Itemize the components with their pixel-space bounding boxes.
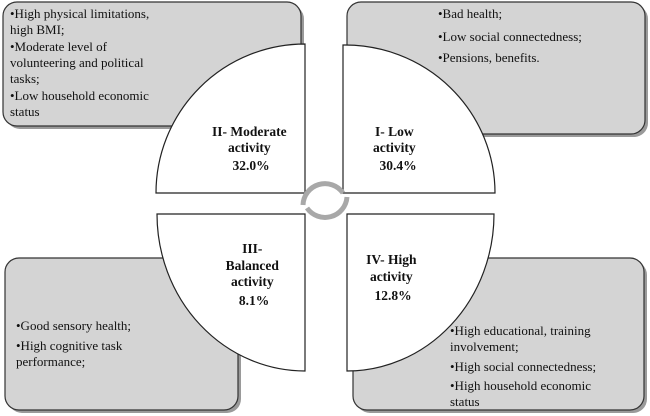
bullets-iii: •Good sensory health; •High cognitive ta… — [16, 318, 134, 369]
label-iv: IV- High activity 12.8% — [366, 252, 420, 303]
label-line: activity — [231, 274, 274, 289]
quadrant-iv-high — [346, 213, 495, 372]
bullet: •High household economic — [450, 378, 591, 393]
bullet: •High social connectedness; — [450, 359, 596, 374]
quadrant-i-low — [342, 44, 496, 194]
bullet: •High educational, training — [450, 323, 591, 338]
label-i: I- Low activity 30.4% — [373, 124, 419, 173]
label-line: activity — [373, 140, 416, 155]
bullet: performance; — [16, 354, 85, 369]
percent: 32.0% — [232, 158, 269, 173]
bullet: status — [10, 104, 40, 119]
bullet: •Pensions, benefits. — [438, 50, 540, 65]
bullet: tasks; — [10, 71, 40, 86]
bullet: •Good sensory health; — [16, 318, 131, 333]
bullet: •Low social connectedness; — [438, 29, 582, 44]
label-ii: II- Moderate activity 32.0% — [212, 124, 290, 173]
quadrant-iii-balanced — [156, 213, 306, 372]
label-line: activity — [228, 140, 271, 155]
percent: 12.8% — [374, 288, 411, 303]
bullet: •High physical limitations, — [10, 6, 149, 21]
bullet: •High cognitive task — [16, 338, 123, 353]
label-line: activity — [370, 269, 413, 284]
bullet: •Moderate level of — [10, 39, 108, 54]
bullet: •Bad health; — [438, 6, 502, 21]
bullet: •Low household economic — [10, 88, 149, 103]
quadrant-ii-moderate — [155, 43, 306, 194]
label-line: III- — [242, 241, 262, 256]
bullets-iv: •High educational, training involvement;… — [450, 323, 599, 409]
bullet: involvement; — [450, 339, 519, 354]
label-line: II- Moderate — [212, 124, 287, 139]
bullets-i: •Bad health; •Low social connectedness; … — [438, 6, 585, 65]
label-iii: III- Balanced activity 8.1% — [226, 241, 283, 308]
bullet: status — [450, 394, 480, 409]
label-line: I- Low — [375, 124, 414, 139]
percent: 30.4% — [379, 158, 416, 173]
label-line: IV- High — [366, 252, 417, 267]
label-line: Balanced — [226, 258, 280, 273]
bullet: volunteering and political — [10, 55, 144, 70]
percent: 8.1% — [239, 293, 269, 308]
bullet: high BMI; — [10, 22, 65, 37]
bullets-ii: •High physical limitations, high BMI; •M… — [10, 6, 153, 119]
cycle-arrows-icon — [300, 181, 350, 220]
